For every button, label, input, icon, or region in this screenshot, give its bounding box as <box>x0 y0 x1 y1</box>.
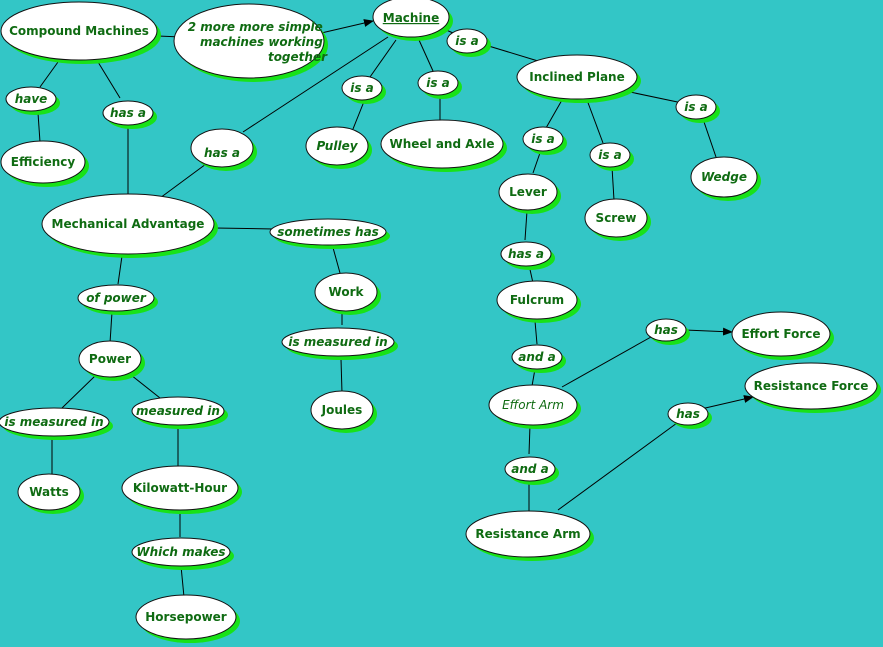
concept-label: Compound Machines <box>9 24 149 38</box>
note-line-1: 2 more more simple <box>188 20 323 34</box>
link-label: is a <box>426 76 450 90</box>
link-is-measured-in-power[interactable]: is measured in <box>0 407 113 440</box>
concept-machine[interactable]: Machine <box>372 0 453 41</box>
link-label: has a <box>204 146 240 160</box>
link-label: is measured in <box>4 415 103 429</box>
concept-label: Work <box>329 285 365 299</box>
link-is-a-lever[interactable]: is a <box>522 126 567 155</box>
link-label: is a <box>350 81 374 95</box>
concept-mechanical-advantage[interactable]: Mechanical Advantage <box>41 193 218 258</box>
concept-label: Inclined Plane <box>529 70 624 84</box>
concept-label: Screw <box>596 211 637 225</box>
concept-effort-arm[interactable]: Effort Arm <box>488 384 581 429</box>
link-is-a-wedge[interactable]: is a <box>675 94 720 123</box>
link-label: sometimes has <box>277 225 379 239</box>
link-has-a-efficiency[interactable]: has a <box>102 100 157 129</box>
note-text: 2 more more simple machines working toge… <box>188 20 328 64</box>
link-is-a-screw[interactable]: is a <box>589 142 634 171</box>
concept-label: Power <box>89 352 131 366</box>
link-label: and a <box>511 462 549 476</box>
link-measured-in-kwh[interactable]: measured in <box>131 396 228 429</box>
concept-resistance-force[interactable]: Resistance Force <box>744 362 881 413</box>
concept-label: Fulcrum <box>510 293 564 307</box>
concept-horsepower[interactable]: Horsepower <box>135 594 240 643</box>
concept-label: Mechanical Advantage <box>52 217 205 231</box>
concept-lever[interactable]: Lever <box>498 173 561 214</box>
concept-fulcrum[interactable]: Fulcrum <box>496 280 581 323</box>
concept-pulley[interactable]: Pulley <box>305 126 372 169</box>
link-label: has a <box>508 247 544 261</box>
concept-label: Pulley <box>316 139 358 153</box>
concept-definition-note[interactable]: 2 more more simple machines working toge… <box>173 3 328 82</box>
concept-label: Lever <box>509 185 547 199</box>
link-label: measured in <box>136 404 220 418</box>
link-which-makes[interactable]: Which makes <box>131 537 234 570</box>
link-label: of power <box>86 291 147 305</box>
concept-label: Effort Arm <box>502 398 564 412</box>
link-label: Which makes <box>136 545 225 559</box>
concept-label: Efficiency <box>11 155 76 169</box>
concept-label: Kilowatt-Hour <box>133 481 227 495</box>
concept-watts[interactable]: Watts <box>17 473 84 514</box>
link-and-a-resistance[interactable]: and a <box>504 456 559 485</box>
link-label: is a <box>684 100 708 114</box>
link-and-a-effort[interactable]: and a <box>511 344 566 373</box>
link-has-effort-force[interactable]: has <box>645 318 690 345</box>
link-label: is a <box>598 148 622 162</box>
concept-compound-machines[interactable]: Compound Machines <box>0 1 161 64</box>
link-label: is a <box>531 132 555 146</box>
link-has-a-mechanical[interactable]: has a <box>190 128 257 171</box>
concept-effort-force[interactable]: Effort Force <box>731 311 834 360</box>
link-of-power[interactable]: of power <box>77 284 158 315</box>
link-label: and a <box>518 350 556 364</box>
concept-label: Horsepower <box>145 610 227 624</box>
link-is-a-inclined[interactable]: is a <box>446 28 491 57</box>
concept-label: Resistance Arm <box>475 527 580 541</box>
concept-resistance-arm[interactable]: Resistance Arm <box>465 510 594 561</box>
concept-wheel-and-axle[interactable]: Wheel and Axle <box>380 119 507 172</box>
concept-label: Wheel and Axle <box>389 137 494 151</box>
concept-label: Joules <box>321 403 363 417</box>
concept-screw[interactable]: Screw <box>584 198 651 241</box>
link-label: is measured in <box>288 335 387 349</box>
link-is-a-pulley[interactable]: is a <box>341 75 386 104</box>
link-is-a-wheel[interactable]: is a <box>417 70 462 99</box>
link-is-measured-in-work[interactable]: is measured in <box>281 327 398 360</box>
link-label: have <box>15 92 48 106</box>
note-line-3: together <box>268 50 328 64</box>
concept-work[interactable]: Work <box>314 272 381 315</box>
link-have[interactable]: have <box>5 86 60 115</box>
concept-kilowatt-hour[interactable]: Kilowatt-Hour <box>121 465 242 514</box>
concept-label: Effort Force <box>741 327 820 341</box>
link-has-resistance-force[interactable]: has <box>667 402 712 429</box>
concept-wedge[interactable]: Wedge <box>690 156 761 201</box>
concept-label: Resistance Force <box>754 379 869 393</box>
link-label: has <box>654 323 678 337</box>
link-label: is a <box>455 34 479 48</box>
link-has-a-fulcrum[interactable]: has a <box>500 241 555 270</box>
note-line-2: machines working <box>200 35 323 49</box>
concept-power[interactable]: Power <box>78 340 145 381</box>
concept-efficiency[interactable]: Efficiency <box>0 140 89 187</box>
link-sometimes-has[interactable]: sometimes has <box>269 218 390 249</box>
link-label: has a <box>110 106 146 120</box>
concept-label: Watts <box>29 485 69 499</box>
concept-label: Wedge <box>701 170 747 184</box>
concept-inclined-plane[interactable]: Inclined Plane <box>516 54 641 103</box>
concept-joules[interactable]: Joules <box>310 390 377 433</box>
link-label: has <box>676 407 700 421</box>
concept-label: Machine <box>383 11 440 25</box>
